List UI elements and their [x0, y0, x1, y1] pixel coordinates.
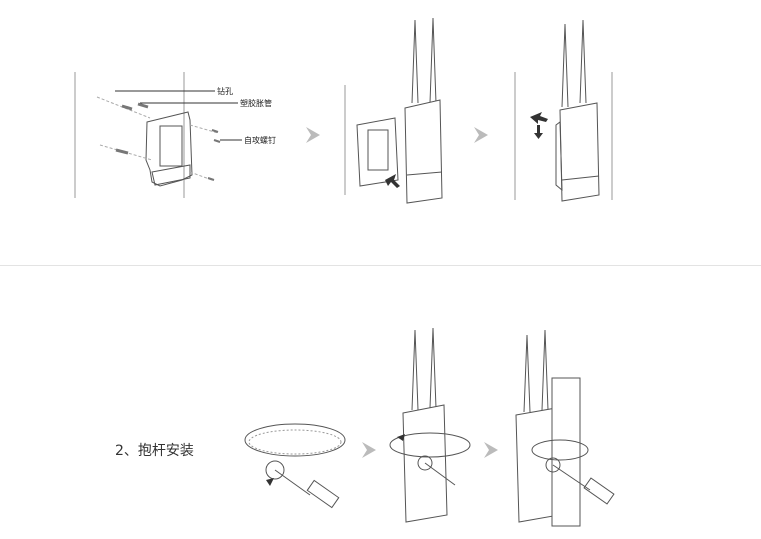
- wall-bracket-exploded: [74, 72, 242, 198]
- section-divider: [0, 265, 761, 266]
- drill-hole-label: 钻孔: [217, 87, 233, 96]
- next-step-arrow: [484, 442, 498, 458]
- next-step-arrow: [362, 442, 376, 458]
- device-on-bracket: [344, 17, 443, 204]
- self-tapping-screw-label: 自攻螺钉: [244, 136, 276, 145]
- next-step-arrow: [306, 127, 320, 143]
- pole-mount-title: 2、抱杆安装: [115, 443, 194, 459]
- device-with-clamp: [389, 327, 471, 523]
- plastic-anchor-label: 塑胶胀管: [240, 99, 272, 108]
- hose-clamp-screwdriver: [244, 423, 346, 509]
- device-on-pole: [515, 329, 615, 527]
- device-mounted-wall: [514, 19, 613, 202]
- next-step-arrow: [474, 127, 488, 143]
